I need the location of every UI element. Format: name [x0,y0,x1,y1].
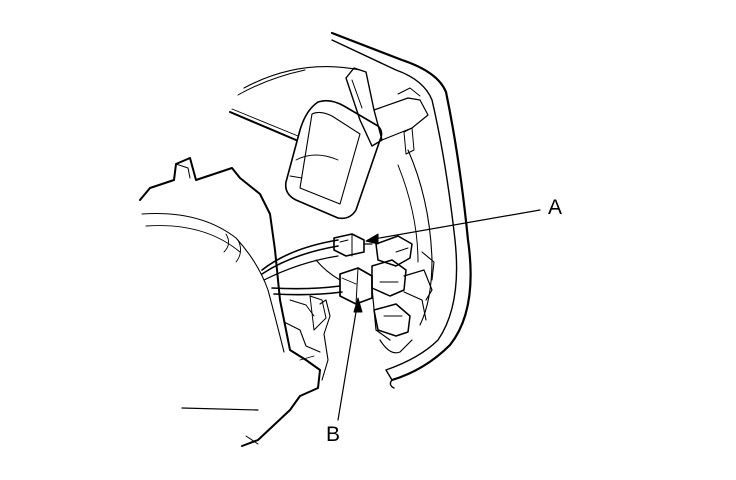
mounting-boss [284,99,383,220]
rod [229,108,299,141]
top-clip [345,67,429,155]
wire-harness [261,239,343,296]
connector-a [333,233,373,257]
leader-line-a [365,209,541,245]
mating-sockets [371,235,435,354]
arrowhead-a-icon [365,233,379,245]
leader-line-b [337,297,363,421]
arrowhead-b-icon [353,297,363,313]
callout-label-b: B [326,423,341,446]
connector-b [339,267,373,305]
bracket-panel [139,157,331,447]
bracket-tab [309,295,327,331]
callout-label-a: A [548,196,563,219]
cover-outer-rim [330,31,472,389]
